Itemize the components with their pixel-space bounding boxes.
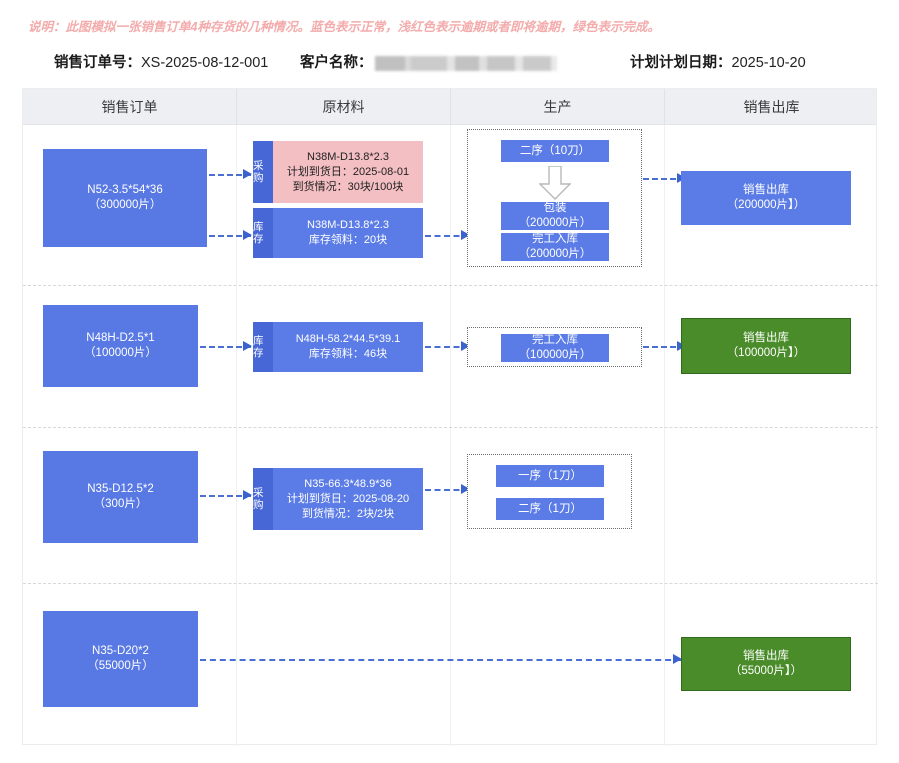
outbound-qty: （100000片】）: [726, 347, 806, 359]
sales-order-number: 销售订单号：XS-2025-08-12-001: [54, 51, 268, 72]
material-purchase-body: N35-66.3*48.9*36 计划到货日：2025-08-20 到货情况：2…: [273, 468, 423, 530]
material-stock-issue: 库存领料：46块: [308, 348, 388, 360]
plan-date-value: 2025-10-20: [731, 55, 806, 71]
header-separator-2: [450, 89, 451, 125]
material-tag-stock: 库存: [253, 322, 273, 372]
production-step-box[interactable]: 完工入库 （200000片）: [501, 233, 609, 261]
material-arrival-status: 到货情况：2块/2块: [301, 507, 395, 520]
production-step-label: 二序（1刀）: [518, 502, 582, 515]
production-step-qty: （200000片）: [518, 248, 592, 260]
production-group-r3: 一序（1刀） 二序（1刀）: [467, 454, 632, 529]
row-divider-2: [23, 427, 878, 428]
material-code: N35-66.3*48.9*36: [304, 477, 392, 490]
outbound-label: 销售出库: [743, 184, 789, 196]
production-step-label: 包装: [543, 202, 567, 214]
material-code: N38M-D13.8*2.3: [307, 150, 389, 163]
production-step-qty: （100000片）: [518, 349, 592, 361]
material-arrival-status: 到货情况：30块/100块: [292, 180, 404, 193]
sales-order-item[interactable]: N35-D20*2 （55000片）: [43, 611, 198, 707]
outbound-label: 销售出库: [743, 332, 789, 344]
production-step-box[interactable]: 包装 （200000片）: [501, 202, 609, 230]
down-arrow-icon: [539, 166, 571, 200]
material-stock-card[interactable]: 库存 N38M-D13.8*2.3 库存领料：20块: [253, 208, 423, 258]
column-divider-3: [664, 125, 665, 746]
outbound-card[interactable]: 销售出库 （200000片】）: [681, 171, 851, 225]
sales-order-item[interactable]: N52-3.5*54*36 （300000片）: [43, 149, 207, 247]
column-header-production: 生产: [543, 99, 572, 115]
customer-name-label: 客户名称：: [300, 55, 373, 71]
material-purchase-card[interactable]: 采购 N38M-D13.8*2.3 计划到货日：2025-08-01 到货情况：…: [253, 141, 423, 203]
sales-order-item-qty: （100000片）: [84, 347, 157, 359]
header-separator-1: [236, 89, 237, 125]
sales-order-item-name: N35-D20*2: [92, 645, 149, 657]
material-tag-stock: 库存: [253, 208, 273, 258]
outbound-qty: （55000片】）: [729, 665, 803, 677]
sales-order-item-name: N35-D12.5*2: [87, 483, 154, 495]
production-step-box[interactable]: 完工入库 （100000片）: [501, 334, 609, 362]
column-header-row: 销售订单 原材料 生产 销售出库: [23, 89, 876, 125]
material-stock-card[interactable]: 库存 N48H-58.2*44.5*39.1 库存领料：46块: [253, 322, 423, 372]
column-header-sales-order: 销售订单: [101, 99, 158, 115]
customer-name: 客户名称：: [300, 51, 557, 72]
sales-order-item-name: N52-3.5*54*36: [87, 184, 163, 196]
flow-board: 销售订单 原材料 生产 销售出库 N52-3.5*54*36 （300000片）…: [22, 88, 878, 746]
sales-order-item[interactable]: N48H-D2.5*1 （100000片）: [43, 305, 198, 387]
plan-date-label: 计划计划日期：: [630, 55, 732, 71]
production-step-box[interactable]: 一序（1刀）: [496, 465, 604, 487]
column-header-outbound: 销售出库: [743, 99, 800, 115]
order-meta-bar: 销售订单号：XS-2025-08-12-001 客户名称： 计划计划日期：202…: [0, 48, 899, 78]
column-divider-2: [450, 125, 451, 746]
production-step-label: 一序（1刀）: [518, 469, 582, 482]
column-header-raw-material: 原材料: [322, 99, 365, 115]
production-step-label: 完工入库: [532, 334, 578, 346]
header-separator-3: [664, 89, 665, 125]
plan-date: 计划计划日期：2025-10-20: [630, 51, 806, 72]
material-plan-arrival: 计划到货日：2025-08-20: [286, 492, 410, 505]
sales-order-item-qty: （55000片）: [87, 660, 154, 672]
outbound-card[interactable]: 销售出库 （100000片】）: [681, 318, 851, 374]
column-divider-1: [236, 125, 237, 746]
production-step-label: 二序（10刀）: [519, 144, 591, 157]
material-stock-body: N48H-58.2*44.5*39.1 库存领料：46块: [273, 322, 423, 372]
production-step-label: 完工入库: [532, 233, 578, 245]
material-tag-purchase: 采购: [253, 141, 273, 203]
sales-order-item[interactable]: N35-D12.5*2 （300片）: [43, 451, 198, 543]
production-step-box[interactable]: 二序（10刀）: [501, 140, 609, 162]
material-code: N38M-D13.8*2.3: [307, 219, 389, 231]
row-divider-3: [23, 583, 878, 584]
material-plan-arrival: 计划到货日：2025-08-01: [286, 165, 410, 178]
material-code: N48H-58.2*44.5*39.1: [295, 333, 401, 345]
sales-order-number-value: XS-2025-08-12-001: [141, 55, 269, 71]
row-divider-1: [23, 285, 878, 286]
material-stock-issue: 库存领料：20块: [308, 234, 388, 246]
outbound-card[interactable]: 销售出库 （55000片】）: [681, 637, 851, 691]
production-group-r1: 二序（10刀） 包装 （200000片） 完工入库 （200000片）: [467, 129, 642, 267]
sales-order-number-label: 销售订单号：: [54, 55, 141, 71]
sales-order-item-name: N48H-D2.5*1: [86, 332, 155, 344]
production-group-r2: 完工入库 （100000片）: [467, 327, 642, 367]
customer-name-redacted: [374, 55, 557, 71]
material-tag-purchase: 采购: [253, 468, 273, 530]
outbound-label: 销售出库: [743, 650, 789, 662]
material-stock-body: N38M-D13.8*2.3 库存领料：20块: [273, 208, 423, 258]
sales-order-item-qty: （300片）: [93, 498, 148, 510]
production-step-box[interactable]: 二序（1刀）: [496, 498, 604, 520]
material-purchase-body: N38M-D13.8*2.3 计划到货日：2025-08-01 到货情况：30块…: [273, 141, 423, 203]
sales-order-item-qty: （300000片）: [88, 199, 162, 211]
outbound-qty: （200000片】）: [726, 199, 806, 211]
material-purchase-card[interactable]: 采购 N35-66.3*48.9*36 计划到货日：2025-08-20 到货情…: [253, 468, 423, 530]
legend-note: 说明：此图模拟一张销售订单4种存货的几种情况。蓝色表示正常，浅红色表示逾期或者即…: [28, 20, 660, 34]
production-step-qty: （200000片）: [518, 217, 592, 229]
